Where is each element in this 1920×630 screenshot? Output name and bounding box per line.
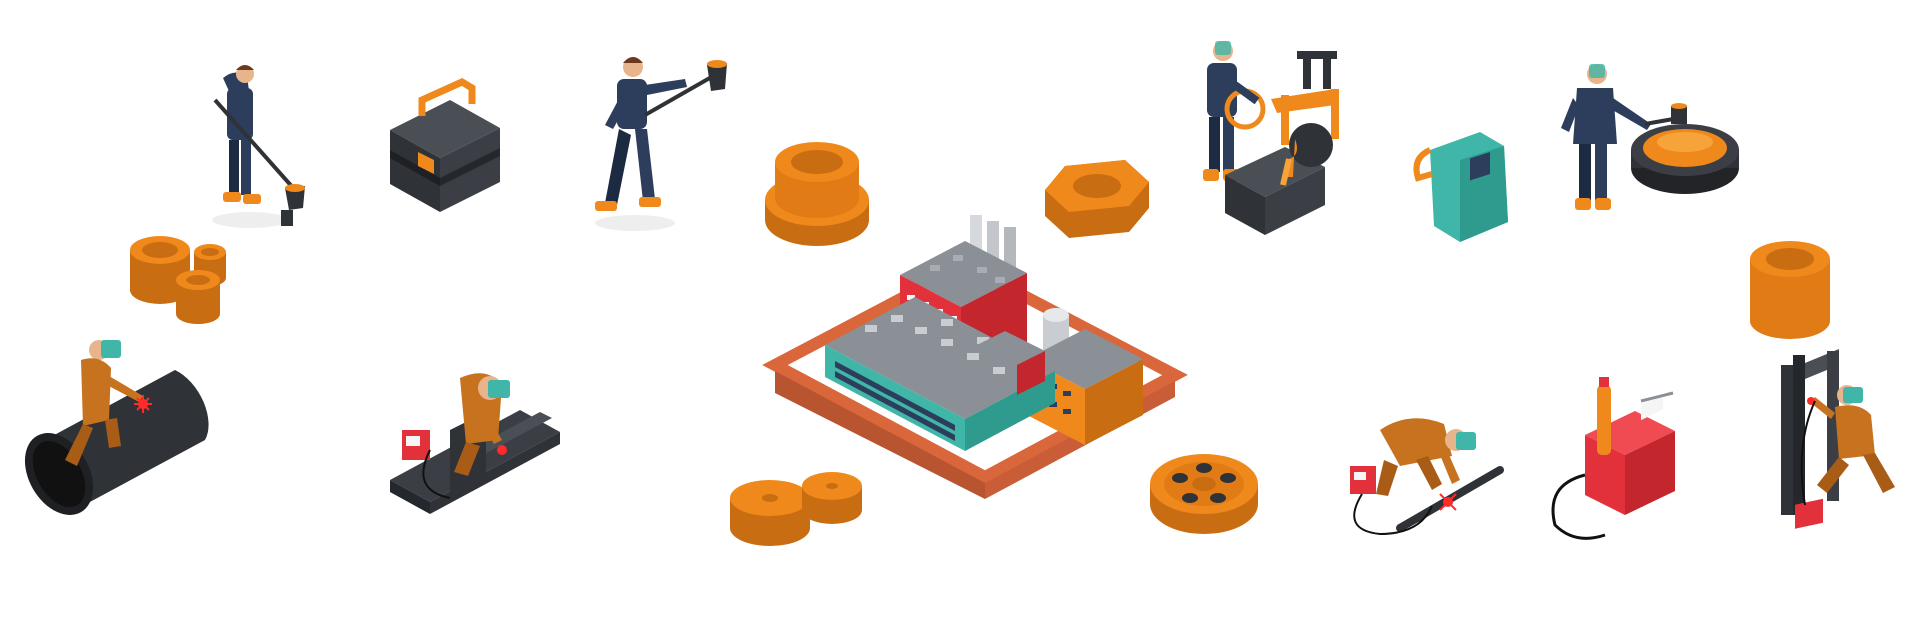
wheel-rim-icon <box>1150 454 1258 534</box>
welder-vertical-beam-icon <box>1781 349 1895 529</box>
worker-at-furnace-icon <box>1561 64 1739 210</box>
ring-bushing-icon <box>765 142 869 246</box>
round-bushing-icon <box>1750 241 1830 339</box>
welder-on-ibeam-icon <box>390 373 560 514</box>
welder-on-pipe-icon <box>24 340 209 515</box>
metal-discs-icon <box>730 472 862 546</box>
welding-helmet-icon <box>1413 132 1508 242</box>
worker-holding-ladle-icon <box>595 57 727 231</box>
crouching-welder-icon <box>1350 418 1504 536</box>
welding-machine-icon <box>1551 377 1675 540</box>
worker-stirring-ladle-icon <box>212 65 305 228</box>
steel-plant-icon <box>762 215 1188 499</box>
orange-rings-icon <box>130 236 226 324</box>
worker-pouring-crucible-icon <box>1203 41 1339 235</box>
hex-nut-icon <box>1045 160 1149 238</box>
toolbox-icon <box>390 78 500 212</box>
